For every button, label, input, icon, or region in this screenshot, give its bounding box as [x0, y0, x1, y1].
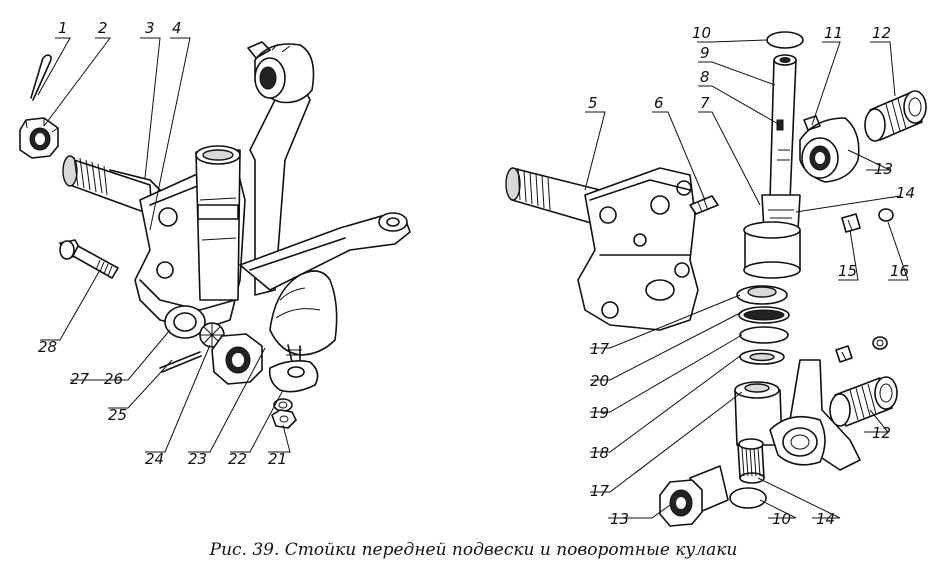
leader-lines: [37, 37, 909, 519]
callout-5: 5: [588, 94, 598, 112]
callout-17-bottom: 17: [590, 482, 610, 500]
washer-21: [271, 398, 297, 429]
callout-labels: 1 2 3 4 28 27 26 25 24 23 22 21 5 6 7 8 …: [38, 19, 915, 528]
rubber-boot-23: [269, 270, 338, 363]
lower-control-arm: [239, 212, 411, 291]
cotter-pin-25: [159, 351, 202, 373]
figure-caption: Рис. 39. Стойки передней подвески и пово…: [209, 540, 738, 560]
cap-10-top: [766, 31, 804, 49]
callout-22: 22: [228, 450, 247, 468]
callout-27: 27: [70, 370, 90, 388]
callout-14-bottom: 14: [816, 510, 835, 528]
stop-pad-22: [268, 360, 319, 393]
sleeve-stack: [736, 221, 801, 365]
left-assembly: [19, 41, 411, 429]
callout-28: 28: [38, 338, 57, 356]
needle-bearing-14: [737, 438, 765, 484]
lower-knuckle-arm: [734, 359, 861, 471]
callout-12-bottom: 12: [872, 424, 891, 442]
threaded-bushing-12-top: [864, 90, 927, 142]
callout-26: 26: [104, 370, 123, 388]
callout-10-bottom: 10: [772, 510, 791, 528]
right-assembly: [505, 31, 927, 527]
callout-8: 8: [700, 68, 710, 86]
callout-10-top: 10: [692, 24, 711, 42]
callout-4: 4: [172, 19, 182, 37]
grease-fitting-16: [872, 208, 894, 350]
castle-nut-2: [19, 117, 59, 159]
callout-6: 6: [654, 94, 664, 112]
cotter-pin-1: [30, 54, 52, 101]
callout-16: 16: [890, 262, 909, 280]
callout-25: 25: [108, 406, 127, 424]
kingpin-9: [761, 54, 801, 231]
steering-knuckle-left: [134, 145, 246, 331]
steering-knuckle-right: [577, 167, 699, 331]
ball-joint-top-13: [799, 115, 860, 183]
callout-24: 24: [145, 450, 164, 468]
callout-15: 15: [838, 262, 857, 280]
callout-19: 19: [590, 404, 609, 422]
callout-1: 1: [58, 19, 68, 37]
bushing-26: [164, 305, 206, 339]
callout-14-top: 14: [896, 184, 915, 202]
callout-7: 7: [700, 94, 710, 112]
callout-11: 11: [824, 24, 843, 42]
lower-ball-joint: [211, 333, 263, 385]
threaded-bushing-12-bottom: [829, 376, 898, 427]
callout-23: 23: [188, 450, 207, 468]
callout-12-top: 12: [872, 24, 891, 42]
callout-2: 2: [98, 19, 108, 37]
bolt-28: [59, 239, 119, 279]
callout-21: 21: [268, 450, 287, 468]
grease-fitting-15: [835, 213, 861, 363]
callout-18: 18: [590, 444, 609, 462]
callout-3: 3: [145, 19, 155, 37]
callout-20: 20: [590, 372, 609, 390]
bushing-13-bottom: [659, 465, 729, 527]
callout-9: 9: [700, 44, 710, 62]
upper-arm: [247, 41, 315, 296]
cap-10-bottom: [729, 487, 767, 509]
callout-17-top: 17: [590, 340, 610, 358]
callout-13-bottom: 13: [610, 510, 629, 528]
callout-13-top: 13: [874, 160, 893, 178]
